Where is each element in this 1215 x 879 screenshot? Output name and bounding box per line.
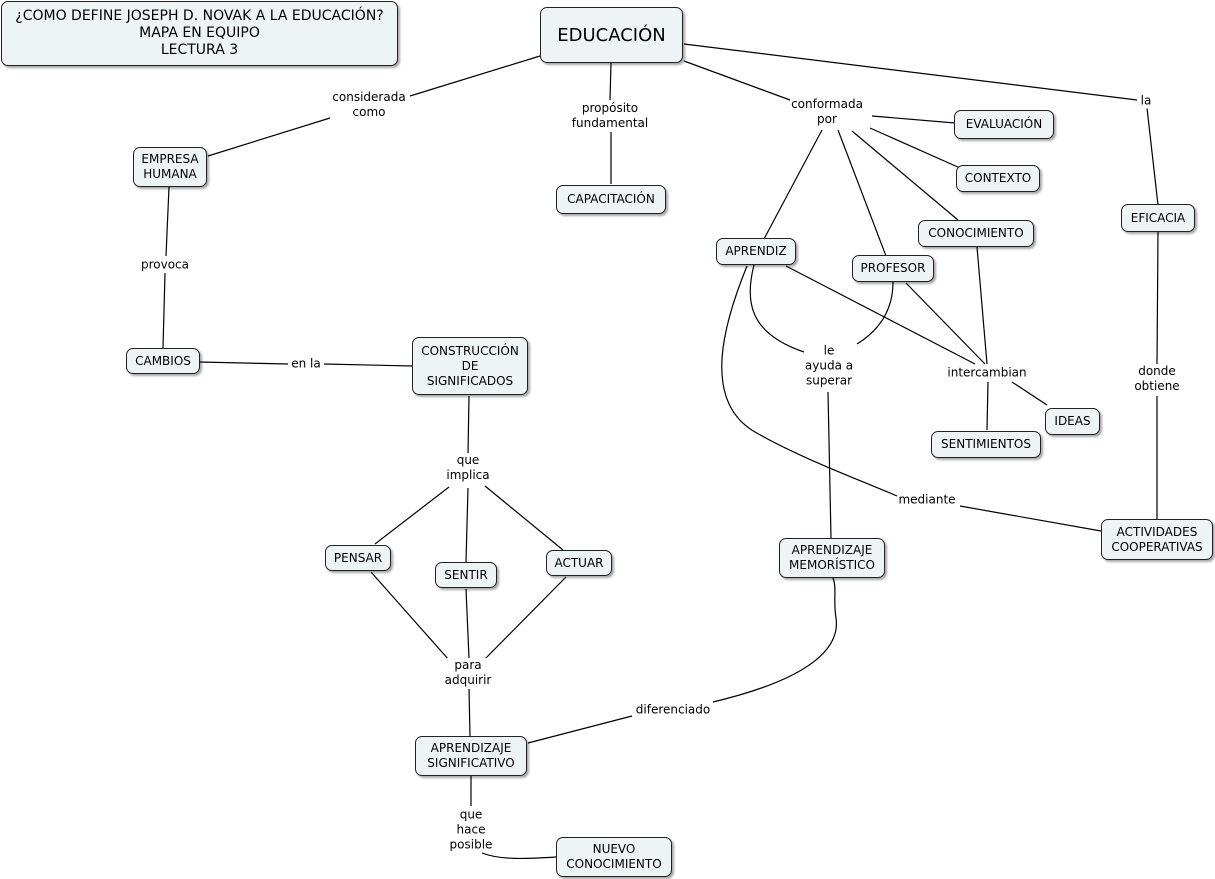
line-empresa-provoca [165, 186, 170, 257]
line-aprendiz-intercambian [785, 265, 976, 365]
link-donde-obtiene: donde obtiene [1133, 364, 1181, 394]
line-educacion-proposito [609, 62, 612, 101]
line-educacion-la [683, 43, 1138, 101]
concept-capacitacion[interactable]: CAPACITACIÓN [556, 185, 666, 214]
line-conformada-evaluacion [871, 115, 956, 124]
link-mediante: mediante [897, 492, 957, 508]
line-queimplica-sentir [465, 487, 469, 563]
line-conformada-aprendiz [763, 129, 823, 240]
link-le-ayuda-a-superar: le ayuda a superar [803, 343, 855, 389]
concept-actividades-cooperativas[interactable]: ACTIVIDADES COOPERATIVAS [1101, 519, 1213, 560]
link-que-implica: que implica [445, 453, 491, 483]
line-educacion-conformada [683, 60, 791, 101]
link-conformada-por: conformada por [790, 97, 864, 127]
line-la-eficacia [1146, 107, 1159, 206]
concept-aprendiz[interactable]: APRENDIZ [716, 238, 796, 265]
concept-sentir[interactable]: SENTIR [435, 562, 497, 588]
link-que-hace-posible: que hace posible [448, 807, 494, 853]
line-considerada-empresa [207, 117, 331, 157]
concept-cambios[interactable]: CAMBIOS [126, 348, 200, 374]
link-intercambian: intercambian [946, 365, 1028, 381]
concept-profesor[interactable]: PROFESOR [852, 255, 934, 282]
concept-evaluacion[interactable]: EVALUACIÓN [954, 110, 1054, 139]
line-aprendiz-leayuda [749, 264, 805, 353]
concept-aprendizaje-significativo[interactable]: APRENDIZAJE SIGNIFICATIVO [415, 736, 527, 776]
line-significativo-diferenciado [527, 715, 633, 744]
concept-eficacia[interactable]: EFICACIA [1121, 204, 1195, 232]
concept-empresa-humana[interactable]: EMPRESA HUMANA [133, 147, 207, 187]
concept-nuevo-conocimiento[interactable]: NUEVO CONOCIMIENTO [556, 837, 672, 877]
line-conformada-conocimiento [851, 130, 959, 221]
line-queimplica-actuar [484, 485, 564, 551]
line-queimplica-pensar [374, 486, 450, 545]
line-provoca-cambios [162, 272, 166, 349]
line-conocimiento-intercambian [976, 246, 988, 365]
map-title-box: ¿COMO DEFINE JOSEPH D. NOVAK A LA EDUCAC… [1, 1, 398, 66]
line-intercambian-sentimientos [986, 381, 989, 431]
line-cambios-enla [198, 361, 289, 365]
concept-contexto[interactable]: CONTEXTO [956, 165, 1040, 192]
line-pensar-para [370, 571, 450, 661]
line-actuar-para [482, 576, 567, 662]
concept-conocimiento[interactable]: CONOCIMIENTO [918, 220, 1034, 247]
concept-construccion-de-significados[interactable]: CONSTRUCCIÓN DE SIGNIFICADOS [412, 337, 528, 395]
line-sentir-para [465, 588, 470, 659]
link-la: la [1139, 93, 1153, 109]
line-educacion-considerada [409, 55, 541, 97]
concept-educacion[interactable]: EDUCACIÓN [540, 7, 683, 63]
line-conformada-contexto [869, 127, 961, 169]
line-profesor-leayuda [856, 281, 894, 345]
link-proposito-fundamental: propósito fundamental [570, 101, 650, 131]
line-quehace-nuevo [481, 852, 557, 860]
line-intercambian-ideas [1011, 381, 1048, 406]
line-leayuda-memoristico [827, 391, 832, 539]
link-diferenciado: diferenciado [634, 702, 712, 718]
line-mediante-actividades [959, 505, 1102, 532]
line-eficacia-donde [1156, 231, 1159, 365]
line-profesor-intercambian [905, 282, 986, 365]
link-para-adquirir: para adquirir [443, 658, 493, 688]
concept-ideas[interactable]: IDEAS [1045, 408, 1100, 435]
line-para-significativo [468, 688, 471, 737]
line-construccion-queimplica [467, 395, 470, 454]
concept-pensar[interactable]: PENSAR [325, 545, 391, 571]
line-aprendiz-mediante [721, 265, 898, 497]
concept-sentimientos[interactable]: SENTIMIENTOS [931, 431, 1041, 458]
line-diferenciado-memoristico [712, 577, 837, 703]
link-considerada-como: considerada como [331, 90, 407, 120]
link-en-la: en la [290, 356, 322, 372]
link-provoca: provoca [139, 257, 191, 273]
line-enla-construccion [323, 363, 413, 367]
concept-actuar[interactable]: ACTUAR [546, 550, 612, 576]
concept-aprendizaje-memoristico[interactable]: APRENDIZAJE MEMORÍSTICO [779, 538, 885, 578]
line-conformada-profesor [837, 129, 887, 257]
